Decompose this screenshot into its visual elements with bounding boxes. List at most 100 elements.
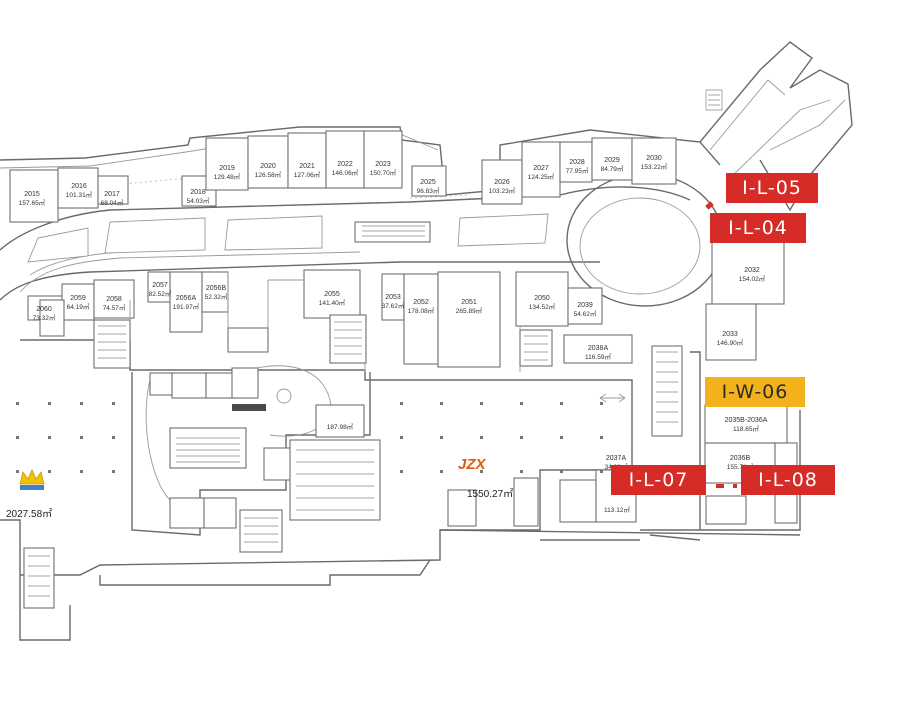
unit-number: 2056B [206,285,227,292]
planter-2 [224,215,323,251]
unit-area: 141.40㎡ [319,298,346,307]
column-dot [48,402,51,405]
unit-area: 54.62㎡ [574,309,597,318]
unit-number: 2051 [461,299,477,306]
east-shops [704,237,798,524]
unit-area: 129.48㎡ [214,172,241,181]
south-facade [0,519,801,641]
unit-number: 2020 [260,163,276,170]
unit-number: 2022 [337,161,353,168]
unit-area: 124.25㎡ [528,172,555,181]
unit-area: 96.83㎡ [417,186,440,195]
atrium-inner [579,197,701,295]
unit-area: 103.23㎡ [489,186,516,195]
unit-area: 134.52㎡ [529,302,556,311]
unit-area: 82.52㎡ [149,289,172,298]
service-cores [23,299,747,609]
unit-area: 150.70㎡ [370,168,397,177]
column-dot [112,436,115,439]
south-shops [27,269,633,368]
unit-number: 2021 [299,163,315,170]
unit-number: 2033 [722,331,738,338]
unit-number: 2035B-2036A [725,417,768,424]
column-dot [16,470,19,473]
unit-number: 2016 [71,183,87,190]
escalator-steps [362,225,425,237]
unit-number: 2050 [534,295,550,302]
unit-number: 2023 [375,161,391,168]
column-dot [600,436,603,439]
unit-number: 2055 [324,291,340,298]
column-dot [560,436,563,439]
unit-area: 37.62㎡ [382,301,405,310]
planter-1 [104,217,206,254]
unit-area: 116.59㎡ [585,352,611,361]
column-dot [80,470,83,473]
center-anchor-area: 1550.27㎡ [467,488,513,500]
unit-number: 2038A [588,345,609,352]
tag-i-l-07[interactable]: I-L-07 [611,465,706,495]
east-wall [640,351,801,531]
column-dot [80,402,83,405]
left-anchor-area: 2027.58㎡ [6,508,52,520]
unit-number: 2027 [533,165,549,172]
column-dot [112,402,115,405]
unit-area: 126.58㎡ [255,170,282,179]
column-dot [400,436,403,439]
unit-area: 146.06㎡ [332,168,359,177]
east-escalator [651,345,683,437]
unit-number: 2015 [24,191,40,198]
tag-i-l-04[interactable]: I-L-04 [710,213,806,243]
tag-i-w-06[interactable]: I-W-06 [705,377,805,407]
unit-area: 68.04㎡ [101,198,124,207]
unit-area: 73.32㎡ [33,313,56,322]
unit-area: 153.22㎡ [641,162,668,171]
unit-number: 2018 [190,189,206,196]
directory-sign [232,404,266,411]
unit-area: 84.79㎡ [601,164,624,173]
column-dot [400,470,403,473]
column-dot [48,470,51,473]
tag-i-l-08[interactable]: I-L-08 [741,465,835,495]
unit-area: 154.02㎡ [739,274,766,283]
column-dot [16,436,19,439]
column-dot [600,402,603,405]
column-dot [480,436,483,439]
unit-area: 118.65㎡ [733,424,759,433]
unit-area: 187.98㎡ [327,422,354,431]
column-dot [560,402,563,405]
north-shops [9,130,677,223]
unit-area: 155.71㎡ [727,462,754,471]
central-escalator [176,437,240,463]
unit-number: 2060 [36,306,52,313]
unit-number: 2026 [494,179,510,186]
column-dot [440,402,443,405]
central-booths [149,327,365,529]
tag-i-l-05[interactable]: I-L-05 [726,173,818,203]
unit-area: 74.57㎡ [103,303,126,312]
column-dot [480,402,483,405]
unit-number: 2029 [604,157,620,164]
column-dot [80,436,83,439]
unit-area: 191.97㎡ [173,302,200,311]
double-arrow [599,393,626,403]
unit-number: 2019 [219,165,235,172]
column-dot [480,470,483,473]
unit-area: 146.90㎡ [717,338,744,347]
column-dot [520,436,523,439]
column-dot [520,470,523,473]
column-dot [400,402,403,405]
column-dot [48,436,51,439]
unit-number: 2057 [152,282,168,289]
unit-area: 101.31㎡ [66,190,93,199]
corridor-south [0,261,600,301]
crown-icon [19,469,45,490]
unit-number: 2052 [413,299,429,306]
il08-marker [733,484,737,488]
column-dot [440,436,443,439]
unit-number: 2028 [569,159,585,166]
planter-3 [457,213,549,247]
unit-area: 64.19㎡ [67,302,90,311]
